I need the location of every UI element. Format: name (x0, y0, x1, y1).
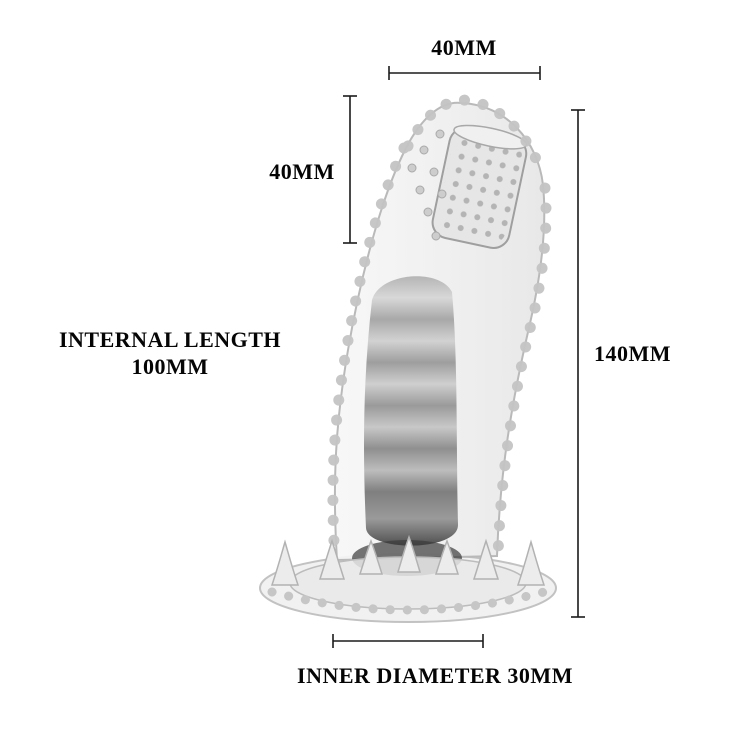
tip-height-label: 40MM (269, 159, 335, 184)
internal-length-line2: 100MM (131, 354, 209, 379)
total-height-label: 140MM (594, 341, 672, 366)
bullet-insert (431, 124, 528, 249)
inner-diameter-label: INNER DIAMETER 30MM (297, 663, 573, 688)
base-spikes (270, 534, 546, 586)
base-front (267, 534, 549, 615)
base-rim-nubs (267, 587, 549, 615)
tip-nubs (407, 129, 447, 241)
dimension-lines (332, 66, 585, 648)
internal-length-line1: INTERNAL LENGTH (58, 327, 282, 352)
internal-length-label: INTERNAL LENGTH 100MM (40, 326, 300, 380)
edge-nubs (327, 94, 552, 566)
top-width-label: 40MM (431, 35, 497, 60)
